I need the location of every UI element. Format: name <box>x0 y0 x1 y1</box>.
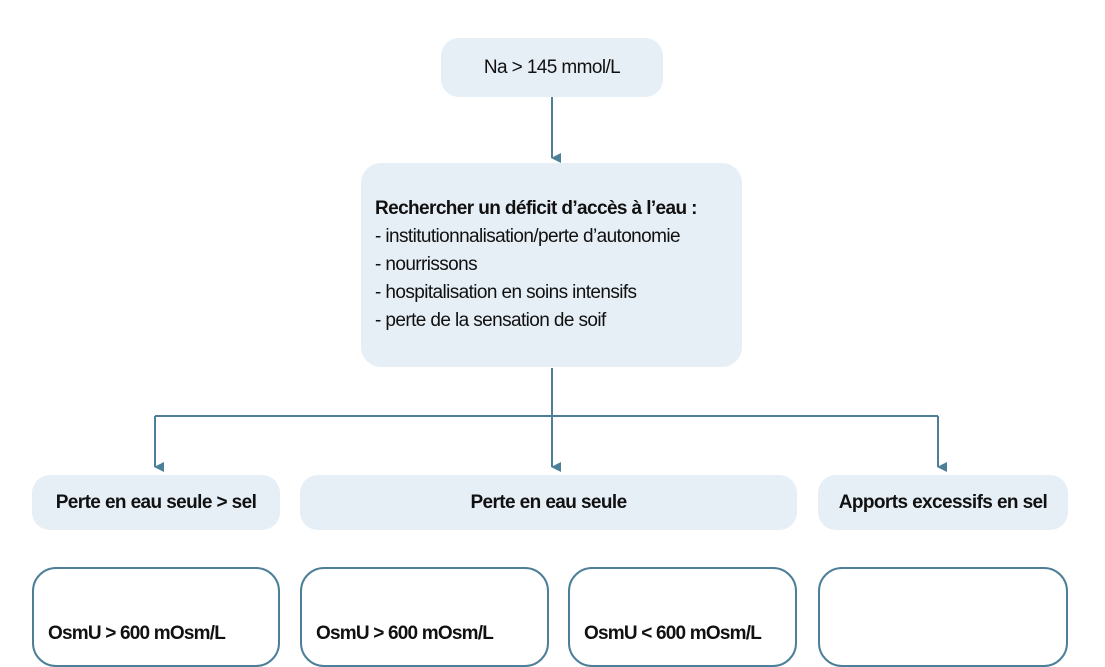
category-water-loss-only: Perte en eau seule <box>300 475 797 530</box>
category-label: Perte en eau seule <box>470 491 627 513</box>
urine-osmolality-label: OsmU > 600 mOsm/L <box>48 623 226 644</box>
sodium-threshold-label: Na > 145 mmol/L <box>483 56 621 78</box>
check-item: - hospitalisation en soins intensifs <box>375 282 637 303</box>
check-heading: Rechercher un déficit d’accès à l’eau : <box>375 198 698 219</box>
water-access-check-box: Rechercher un déficit d’accès à l’eau : … <box>361 163 742 367</box>
category-excess-salt-intake: Apports excessifs en sel <box>818 475 1068 530</box>
check-item: - institutionnalisation/perte d’autonomi… <box>375 226 681 247</box>
category-label: Apports excessifs en sel <box>838 491 1048 513</box>
urine-osmolality-label: OsmU > 600 mOsm/L <box>316 623 494 644</box>
connector-lines <box>154 97 947 472</box>
category-water-loss-greater-than-salt: Perte en eau seule > sel <box>32 475 280 530</box>
urine-osmolality-box-2: OsmU > 600 mOsm/L <box>300 567 549 667</box>
urine-osmolality-box-3: OsmU < 600 mOsm/L <box>568 567 797 667</box>
check-item: - nourrissons <box>375 254 478 275</box>
sodium-threshold-node: Na > 145 mmol/L <box>441 38 663 97</box>
empty-outcome-box <box>818 567 1068 667</box>
urine-osmolality-label: OsmU < 600 mOsm/L <box>584 623 762 644</box>
urine-osmolality-box-1: OsmU > 600 mOsm/L <box>32 567 280 667</box>
check-item: - perte de la sensation de soif <box>375 310 606 331</box>
category-label: Perte en eau seule > sel <box>55 491 257 513</box>
